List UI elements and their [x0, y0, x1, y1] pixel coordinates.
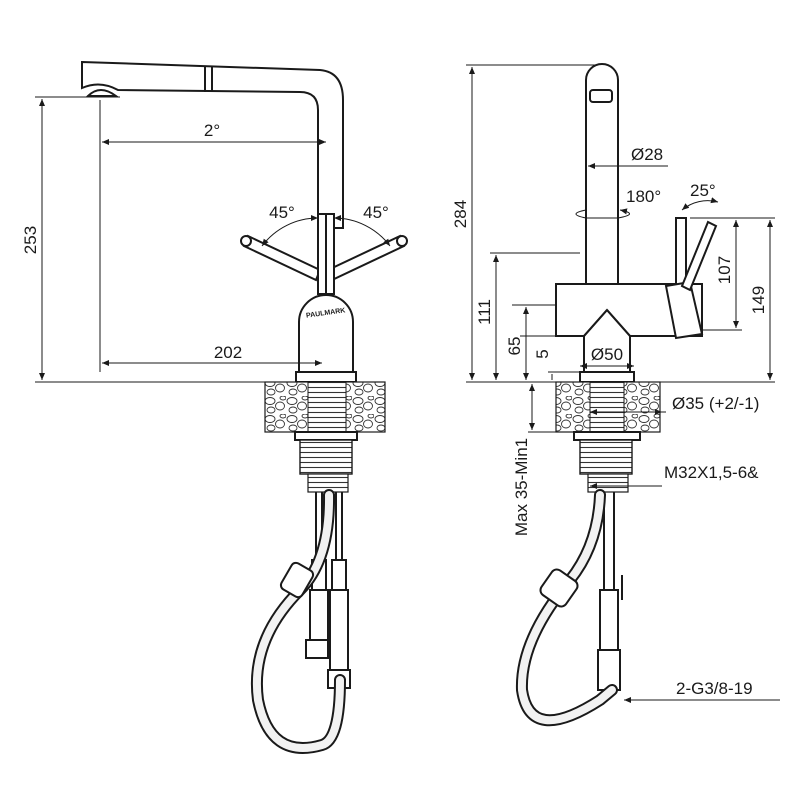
dim-body-height: 111: [475, 299, 494, 325]
dim-hose-connection: 2-G3/8-19: [676, 679, 753, 698]
dim-handle-angle-right: 45°: [363, 203, 389, 222]
front-view: PAULMARK 253 202 2° 45°: [21, 60, 408, 754]
side-view: 284 111 65 5 Ø50 Ø28 180° 25° 107 149 Ø3…: [451, 63, 780, 727]
front-hose-weight: [279, 561, 315, 599]
side-mounting-nut: [579, 439, 633, 475]
front-body: [298, 294, 354, 373]
side-aerator: [589, 89, 613, 103]
dim-base-height: 65: [505, 337, 524, 356]
side-handle-body: [664, 280, 704, 340]
dim-side-height: 284: [451, 200, 470, 228]
dim-front-height: 253: [21, 226, 40, 254]
front-shank: [307, 381, 347, 433]
dim-base-diameter: Ø50: [591, 345, 623, 364]
side-spout: [585, 63, 619, 291]
front-mounting-nut: [299, 439, 353, 475]
front-base-ring: [295, 371, 357, 383]
side-hose-weight: [539, 568, 579, 608]
dim-countertop-thickness: Max 35-Min1: [512, 438, 531, 536]
dim-hole-diameter: Ø35 (+2/-1): [672, 394, 759, 413]
dim-handle-angle: 25°: [690, 181, 716, 200]
front-spout: [81, 60, 344, 229]
side-handle-tilted: [680, 220, 718, 292]
dim-base-ring: 5: [533, 349, 552, 358]
front-handle-left: [242, 234, 322, 282]
dim-front-reach: 202: [214, 343, 242, 362]
side-shank: [589, 381, 625, 433]
dim-handle-height: 107: [715, 256, 734, 284]
dim-handle-top-height: 149: [749, 286, 768, 314]
front-handle-right: [326, 234, 406, 282]
dim-spout-rotation: 180°: [626, 187, 661, 206]
side-base-ring: [579, 371, 635, 383]
dim-handle-angle-left: 45°: [269, 203, 295, 222]
dim-thread: M32X1,5-6&: [664, 463, 759, 482]
front-aerator: [85, 89, 120, 97]
dim-spout-diameter: Ø28: [631, 145, 663, 164]
dim-spout-angle: 2°: [204, 121, 220, 140]
